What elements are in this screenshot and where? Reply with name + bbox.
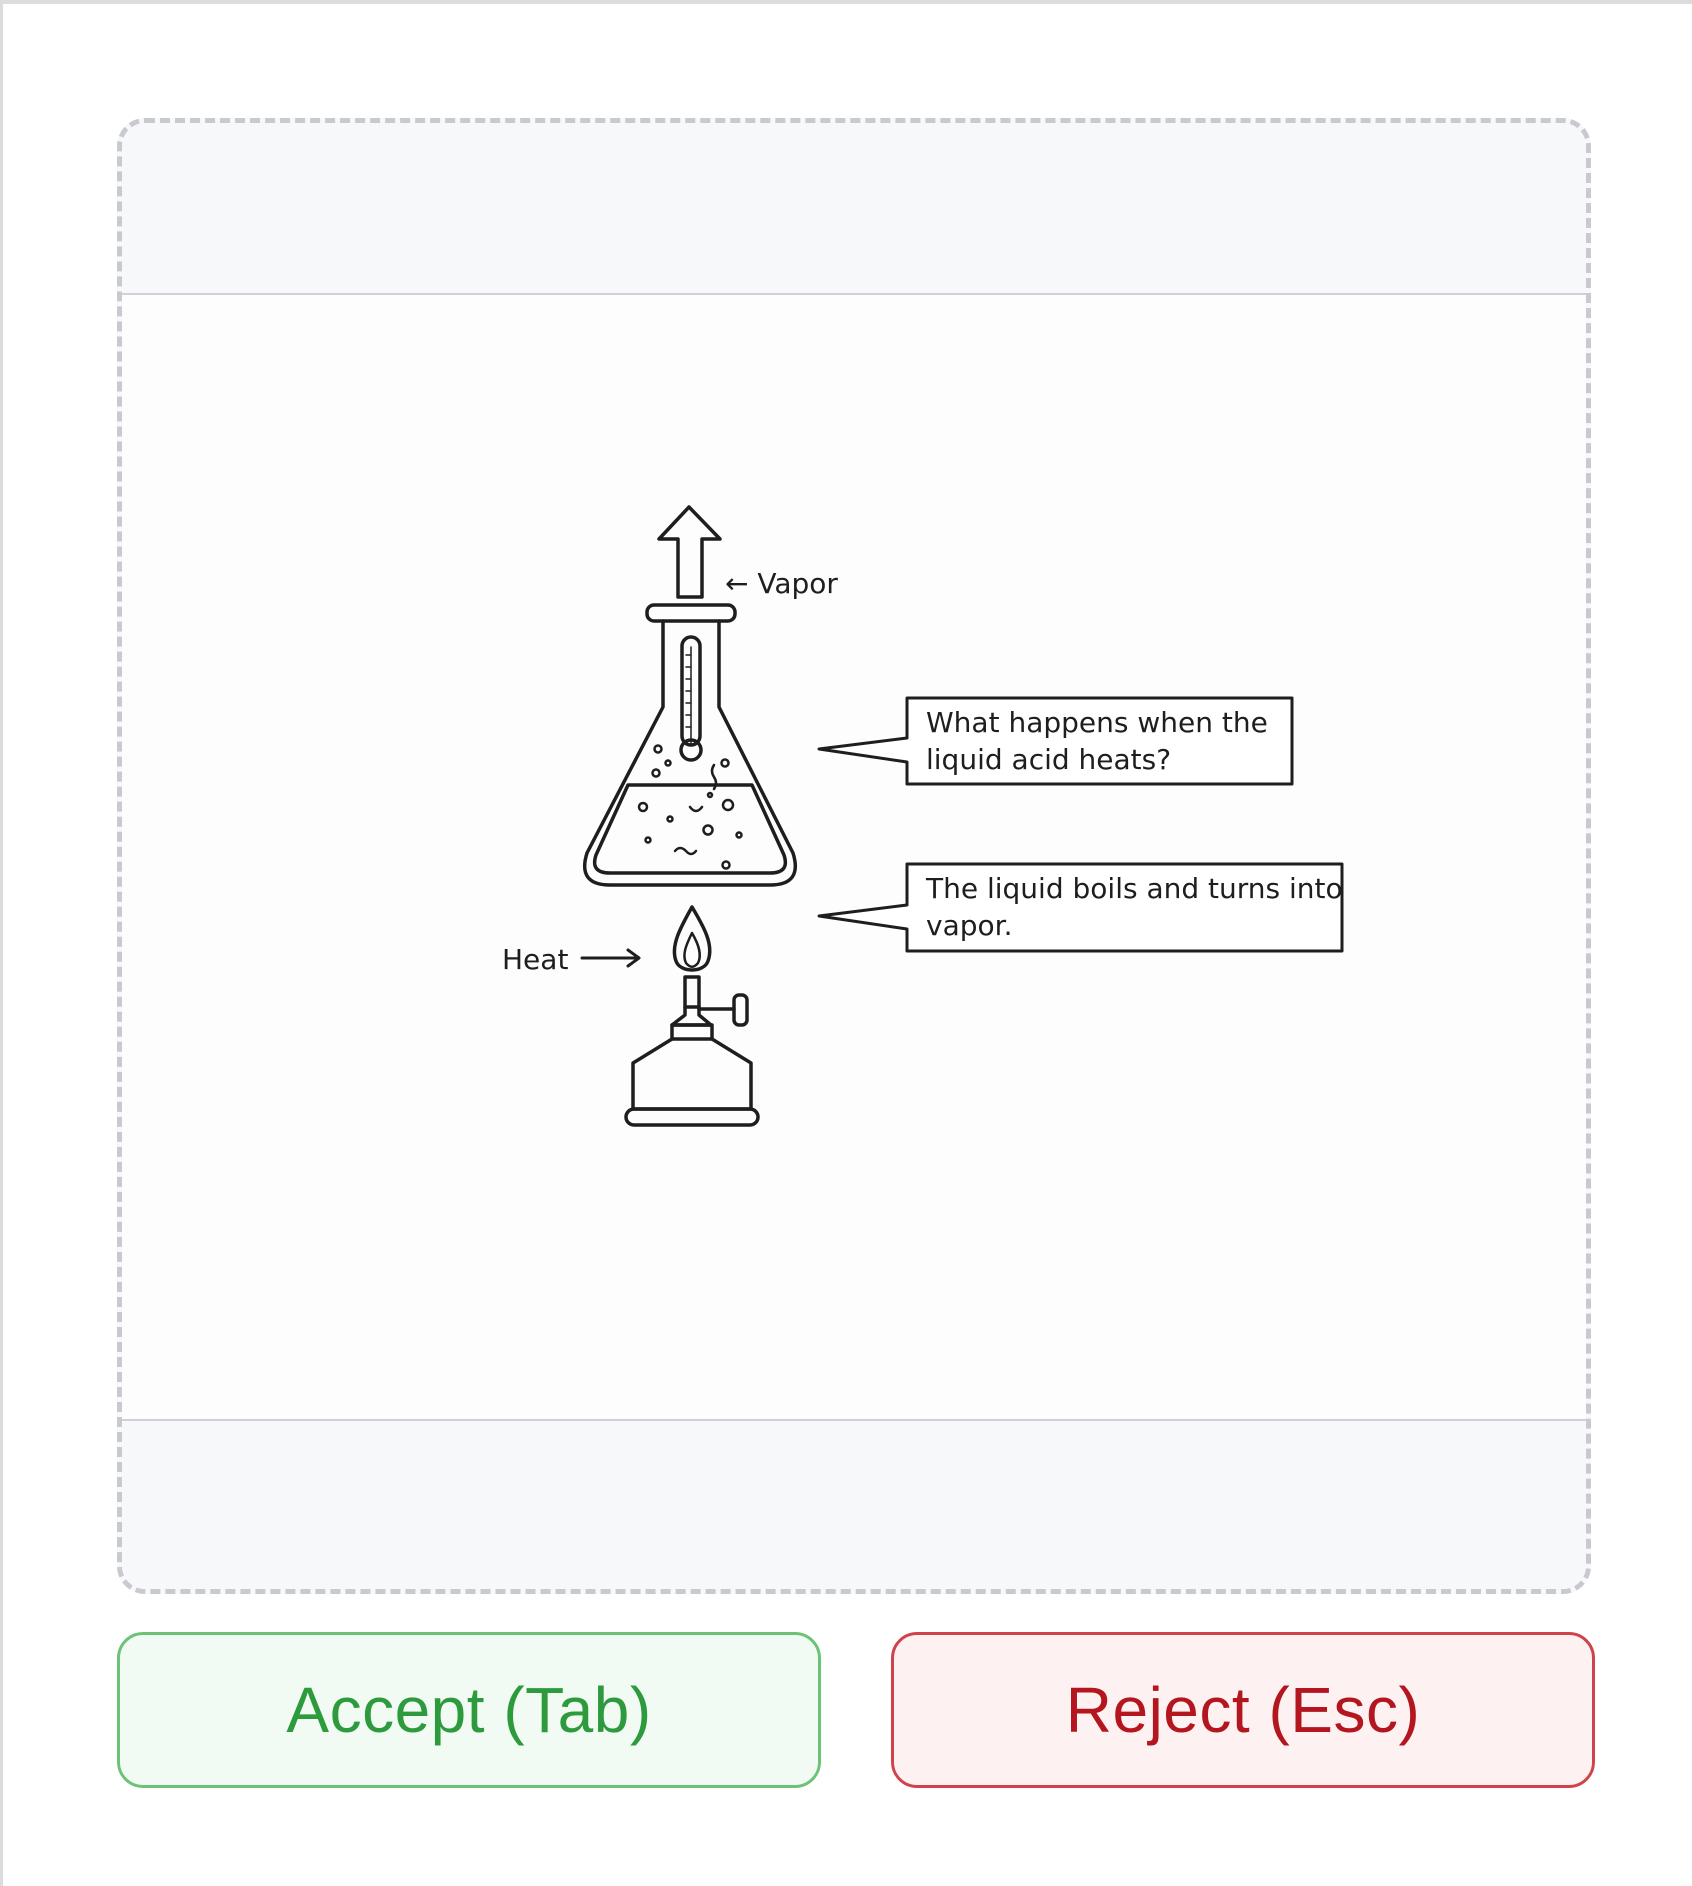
burner-icon [624,975,760,1127]
bubbles [637,744,743,870]
answer-text-line2: vapor. [926,909,1012,942]
flask-icon [582,603,798,887]
question-callout [817,696,1294,786]
preview-image-area: ← Vapor Heat What happens when the liqui… [122,295,1586,1425]
flame-icon [672,905,712,972]
image-preview-card: ← Vapor Heat What happens when the liqui… [117,118,1591,1594]
vapor-arrow-icon [657,505,722,599]
boiling-flask-diagram: ← Vapor Heat What happens when the liqui… [502,505,1344,1127]
preview-header [122,123,1586,295]
thermometer-icon [679,635,703,762]
answer-text-line1: The liquid boils and turns into [925,872,1343,905]
reject-button[interactable]: Reject (Esc) [891,1632,1595,1788]
vapor-label: ← Vapor [725,567,838,600]
preview-footer [122,1419,1586,1589]
question-text-line1: What happens when the [926,706,1268,739]
heat-arrow-icon [580,948,641,968]
heat-label: Heat [502,943,568,976]
answer-callout [817,862,1344,953]
accept-button[interactable]: Accept (Tab) [117,1632,821,1788]
question-text-line2: liquid acid heats? [926,743,1171,776]
